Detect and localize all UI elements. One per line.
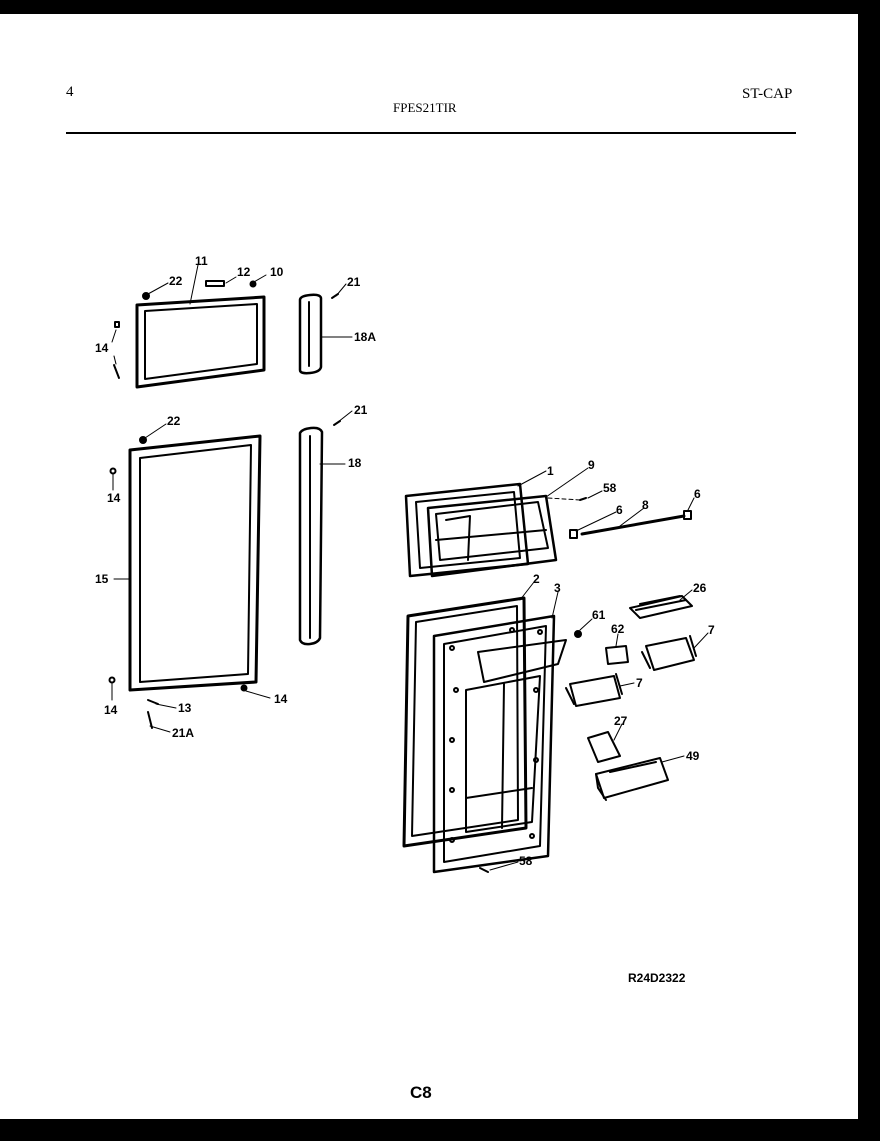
callout-14: 14 (104, 703, 118, 717)
freezer-door-shelf (426, 494, 558, 578)
callout-58: 58 (603, 481, 617, 495)
door-bin-lower (565, 673, 623, 707)
callout-49: 49 (686, 749, 700, 763)
callout-7: 7 (708, 623, 715, 637)
callout-14: 14 (274, 692, 288, 706)
callout-6: 6 (616, 503, 623, 517)
door-bin-upper (641, 635, 697, 671)
shelf-rod (569, 510, 692, 539)
diagram-reference: R24D2322 (628, 971, 686, 985)
fresh-food-door-panel (432, 614, 567, 874)
callout-14: 14 (95, 341, 109, 355)
callout-18: 18 (348, 456, 362, 470)
fresh-food-door-gasket (128, 434, 262, 692)
freezer-handle (298, 293, 323, 375)
callout-3: 3 (554, 581, 561, 595)
callout-13: 13 (178, 701, 192, 715)
header-rule (66, 132, 796, 134)
callout-22: 22 (169, 274, 183, 288)
callout-22: 22 (167, 414, 181, 428)
callout-10: 10 (270, 265, 284, 279)
callout-labels: 22 11 12 10 21 18A 14 22 21 18 14 15 14 … (95, 254, 715, 868)
callout-21a: 21A (172, 726, 194, 740)
fresh-food-door-liner (402, 596, 528, 848)
freezer-door-liner (404, 482, 530, 578)
callout-14: 14 (107, 491, 121, 505)
egg-bin (629, 595, 693, 619)
shelf-label (605, 645, 629, 665)
callout-11: 11 (195, 254, 208, 268)
callout-58: 58 (519, 854, 533, 868)
callout-61: 61 (592, 608, 606, 622)
freezer-door-gasket (135, 295, 266, 389)
callout-62: 62 (611, 622, 625, 636)
section-code: ST-CAP (742, 86, 793, 102)
model-number: FPES21TIR (393, 100, 457, 115)
page-number: 4 (66, 84, 74, 100)
callout-21: 21 (354, 403, 368, 417)
callout-6: 6 (694, 487, 701, 501)
hardware-parts (108, 280, 587, 873)
callout-18a: 18A (354, 330, 376, 344)
callout-9: 9 (588, 458, 595, 472)
callout-7: 7 (636, 676, 643, 690)
dairy-bin (595, 757, 669, 801)
callout-2: 2 (533, 572, 540, 586)
bin-retainer (587, 731, 621, 763)
callout-1: 1 (547, 464, 554, 478)
fresh-food-handle (298, 426, 324, 646)
callout-12: 12 (237, 265, 251, 279)
callout-8: 8 (642, 498, 649, 512)
leader-lines (111, 264, 709, 871)
callout-26: 26 (693, 581, 707, 595)
callout-15: 15 (95, 572, 109, 586)
page-code: C8 (410, 1083, 432, 1102)
callout-21: 21 (347, 275, 361, 289)
callout-27: 27 (614, 714, 628, 728)
